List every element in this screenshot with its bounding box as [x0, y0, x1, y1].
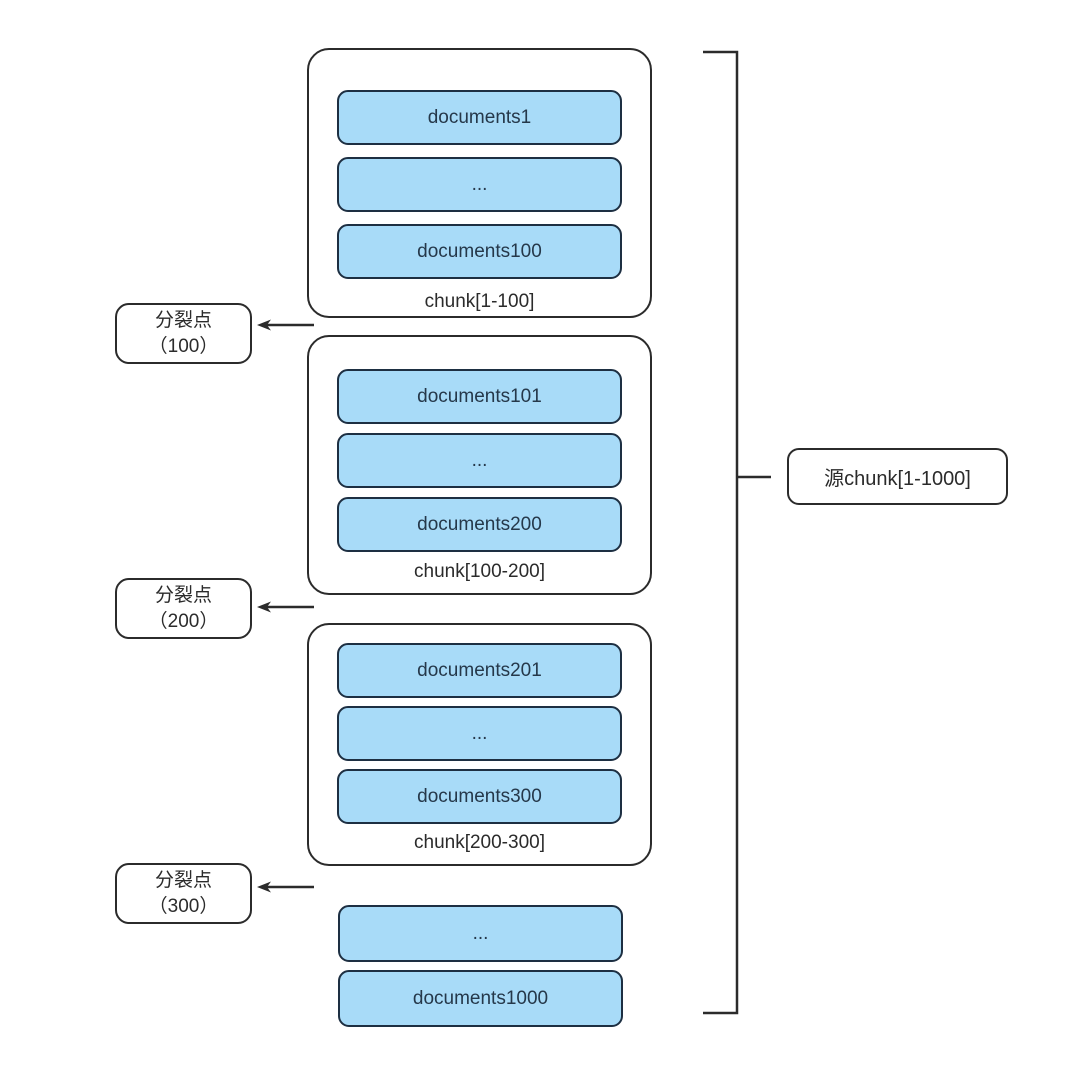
doc-box: documents101: [337, 369, 622, 424]
split-point-value: （200）: [148, 610, 219, 632]
doc-box: documents300: [337, 769, 622, 824]
doc-box: documents100: [337, 224, 622, 279]
chunk-container-200-300: documents201 ... documents300 chunk[200-…: [307, 623, 652, 866]
split-arrow-icon: [257, 881, 314, 893]
source-chunk-label: 源chunk[1-1000]: [787, 448, 1008, 505]
source-bracket: [703, 50, 771, 1015]
doc-box: documents1: [337, 90, 622, 145]
split-arrow-icon: [257, 319, 314, 331]
doc-box: documents201: [337, 643, 622, 698]
doc-box-ellipsis: ...: [337, 433, 622, 488]
chunk-label: chunk[1-100]: [424, 291, 535, 312]
doc-box-ellipsis: ...: [337, 706, 622, 761]
split-arrow-icon: [257, 601, 314, 613]
doc-box: documents1000: [338, 970, 623, 1027]
chunk-container-100-200: documents101 ... documents200 chunk[100-…: [307, 335, 652, 595]
doc-box-ellipsis: ...: [338, 905, 623, 962]
doc-box-ellipsis: ...: [337, 157, 622, 212]
split-point-title: 分裂点: [154, 309, 212, 331]
split-point-value: （300）: [148, 895, 219, 917]
split-point-100: 分裂点 （100）: [115, 303, 252, 364]
split-point-200: 分裂点 （200）: [115, 578, 252, 639]
split-point-title: 分裂点: [154, 584, 212, 606]
split-point-value: （100）: [148, 335, 219, 357]
chunk-label: chunk[100-200]: [414, 561, 545, 582]
split-point-title: 分裂点: [154, 869, 212, 891]
chunk-container-1-100: documents1 ... documents100 chunk[1-100]: [307, 48, 652, 318]
chunk-label: chunk[200-300]: [414, 832, 545, 853]
doc-box: documents200: [337, 497, 622, 552]
split-point-300: 分裂点 （300）: [115, 863, 252, 924]
